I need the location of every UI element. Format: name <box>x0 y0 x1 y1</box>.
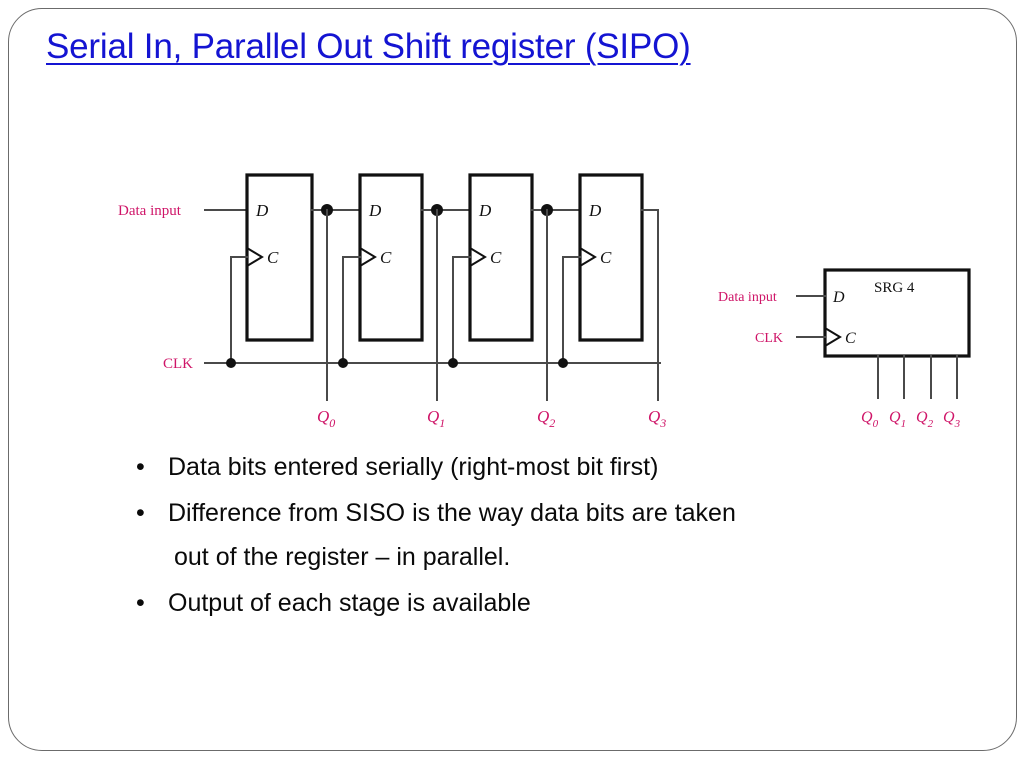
flipflop-stage-1: D C Q1 <box>338 173 471 430</box>
flipflop-1-d-pin: D <box>368 201 382 220</box>
flipflop-stage-3: D C Q3 <box>558 173 666 430</box>
srg4-q1-label: Q1 <box>889 409 906 430</box>
page-title: Serial In, Parallel Out Shift register (… <box>46 27 691 66</box>
bullet-icon: • <box>136 499 145 527</box>
q1-output-label: Q1 <box>427 407 445 430</box>
list-item: • Output of each stage is available <box>136 591 996 616</box>
clk-label-left: CLK <box>163 356 193 372</box>
flipflop-2-body <box>468 173 534 342</box>
bullet-line-1: Difference from SISO is the way data bit… <box>168 499 736 527</box>
srg4-d-pin: D <box>832 289 845 306</box>
clock-junction-dot-2 <box>448 358 458 368</box>
bullet-text: Difference from SISO is the way data bit… <box>168 501 996 570</box>
flipflop-3-body <box>578 173 644 342</box>
flipflop-1-body <box>358 173 424 342</box>
bullet-line-1: Data bits entered serially (right-most b… <box>168 453 659 481</box>
q2-output-label: Q2 <box>537 407 555 430</box>
flipflop-2-clock-triangle <box>469 247 487 267</box>
q3-output-label: Q3 <box>648 407 666 430</box>
srg4-block-symbol: SRG 4 Data input D CLK C Q0 Q1 Q2 Q3 <box>718 268 971 430</box>
flipflop-1-c-pin: C <box>380 248 392 267</box>
q3-tap-wire <box>641 209 659 401</box>
flipflop-0-c-pin: C <box>267 248 279 267</box>
bullet-line-1: Output of each stage is available <box>168 589 531 617</box>
clock-junction-dot-1 <box>338 358 348 368</box>
flipflop-0-d-pin: D <box>255 201 269 220</box>
srg4-c-pin: C <box>845 330 856 347</box>
flipflop-1-clock-stub <box>342 256 361 364</box>
bullet-icon: • <box>136 589 145 617</box>
bullet-line-2: out of the register – in parallel. <box>174 543 511 571</box>
clock-junction-dot-0 <box>226 358 236 368</box>
srg4-clk-label: CLK <box>755 331 783 346</box>
flipflop-stage-0: D C Q0 <box>226 173 361 430</box>
flipflop-0-clock-triangle <box>246 247 264 267</box>
flipflop-stage-2: D C Q2 <box>448 173 581 430</box>
flipflop-3-d-pin: D <box>588 201 602 220</box>
srg4-q3-label: Q3 <box>943 409 961 430</box>
list-item: • Data bits entered serially (right-most… <box>136 455 996 480</box>
flipflop-2-clock-stub <box>452 256 471 364</box>
flipflop-0-body <box>245 173 314 342</box>
flipflop-2-d-pin: D <box>478 201 492 220</box>
srg4-clock-triangle <box>824 327 842 347</box>
flipflop-3-clock-triangle <box>579 247 597 267</box>
srg4-data-input-label: Data input <box>718 290 777 305</box>
flipflop-3-clock-stub <box>562 256 581 364</box>
bullet-icon: • <box>136 453 145 481</box>
clock-junction-dot-3 <box>558 358 568 368</box>
flipflop-1-clock-triangle <box>359 247 377 267</box>
sipo-shift-register-diagram: Data input CLK D C Q0 D C <box>118 173 971 430</box>
data-input-label-left: Data input <box>118 203 182 219</box>
srg4-block-label: SRG 4 <box>874 280 915 296</box>
flipflop-0-clock-stub <box>230 256 248 364</box>
bullet-text: Data bits entered serially (right-most b… <box>168 455 996 480</box>
srg4-q2-label: Q2 <box>916 409 934 430</box>
list-item: • Difference from SISO is the way data b… <box>136 501 996 570</box>
flipflop-2-c-pin: C <box>490 248 502 267</box>
srg4-q0-label: Q0 <box>861 409 879 430</box>
bullet-list: • Data bits entered serially (right-most… <box>136 455 996 637</box>
srg4-body <box>823 268 971 358</box>
q0-output-label: Q0 <box>317 407 335 430</box>
flipflop-3-c-pin: C <box>600 248 612 267</box>
bullet-text: Output of each stage is available <box>168 591 996 616</box>
